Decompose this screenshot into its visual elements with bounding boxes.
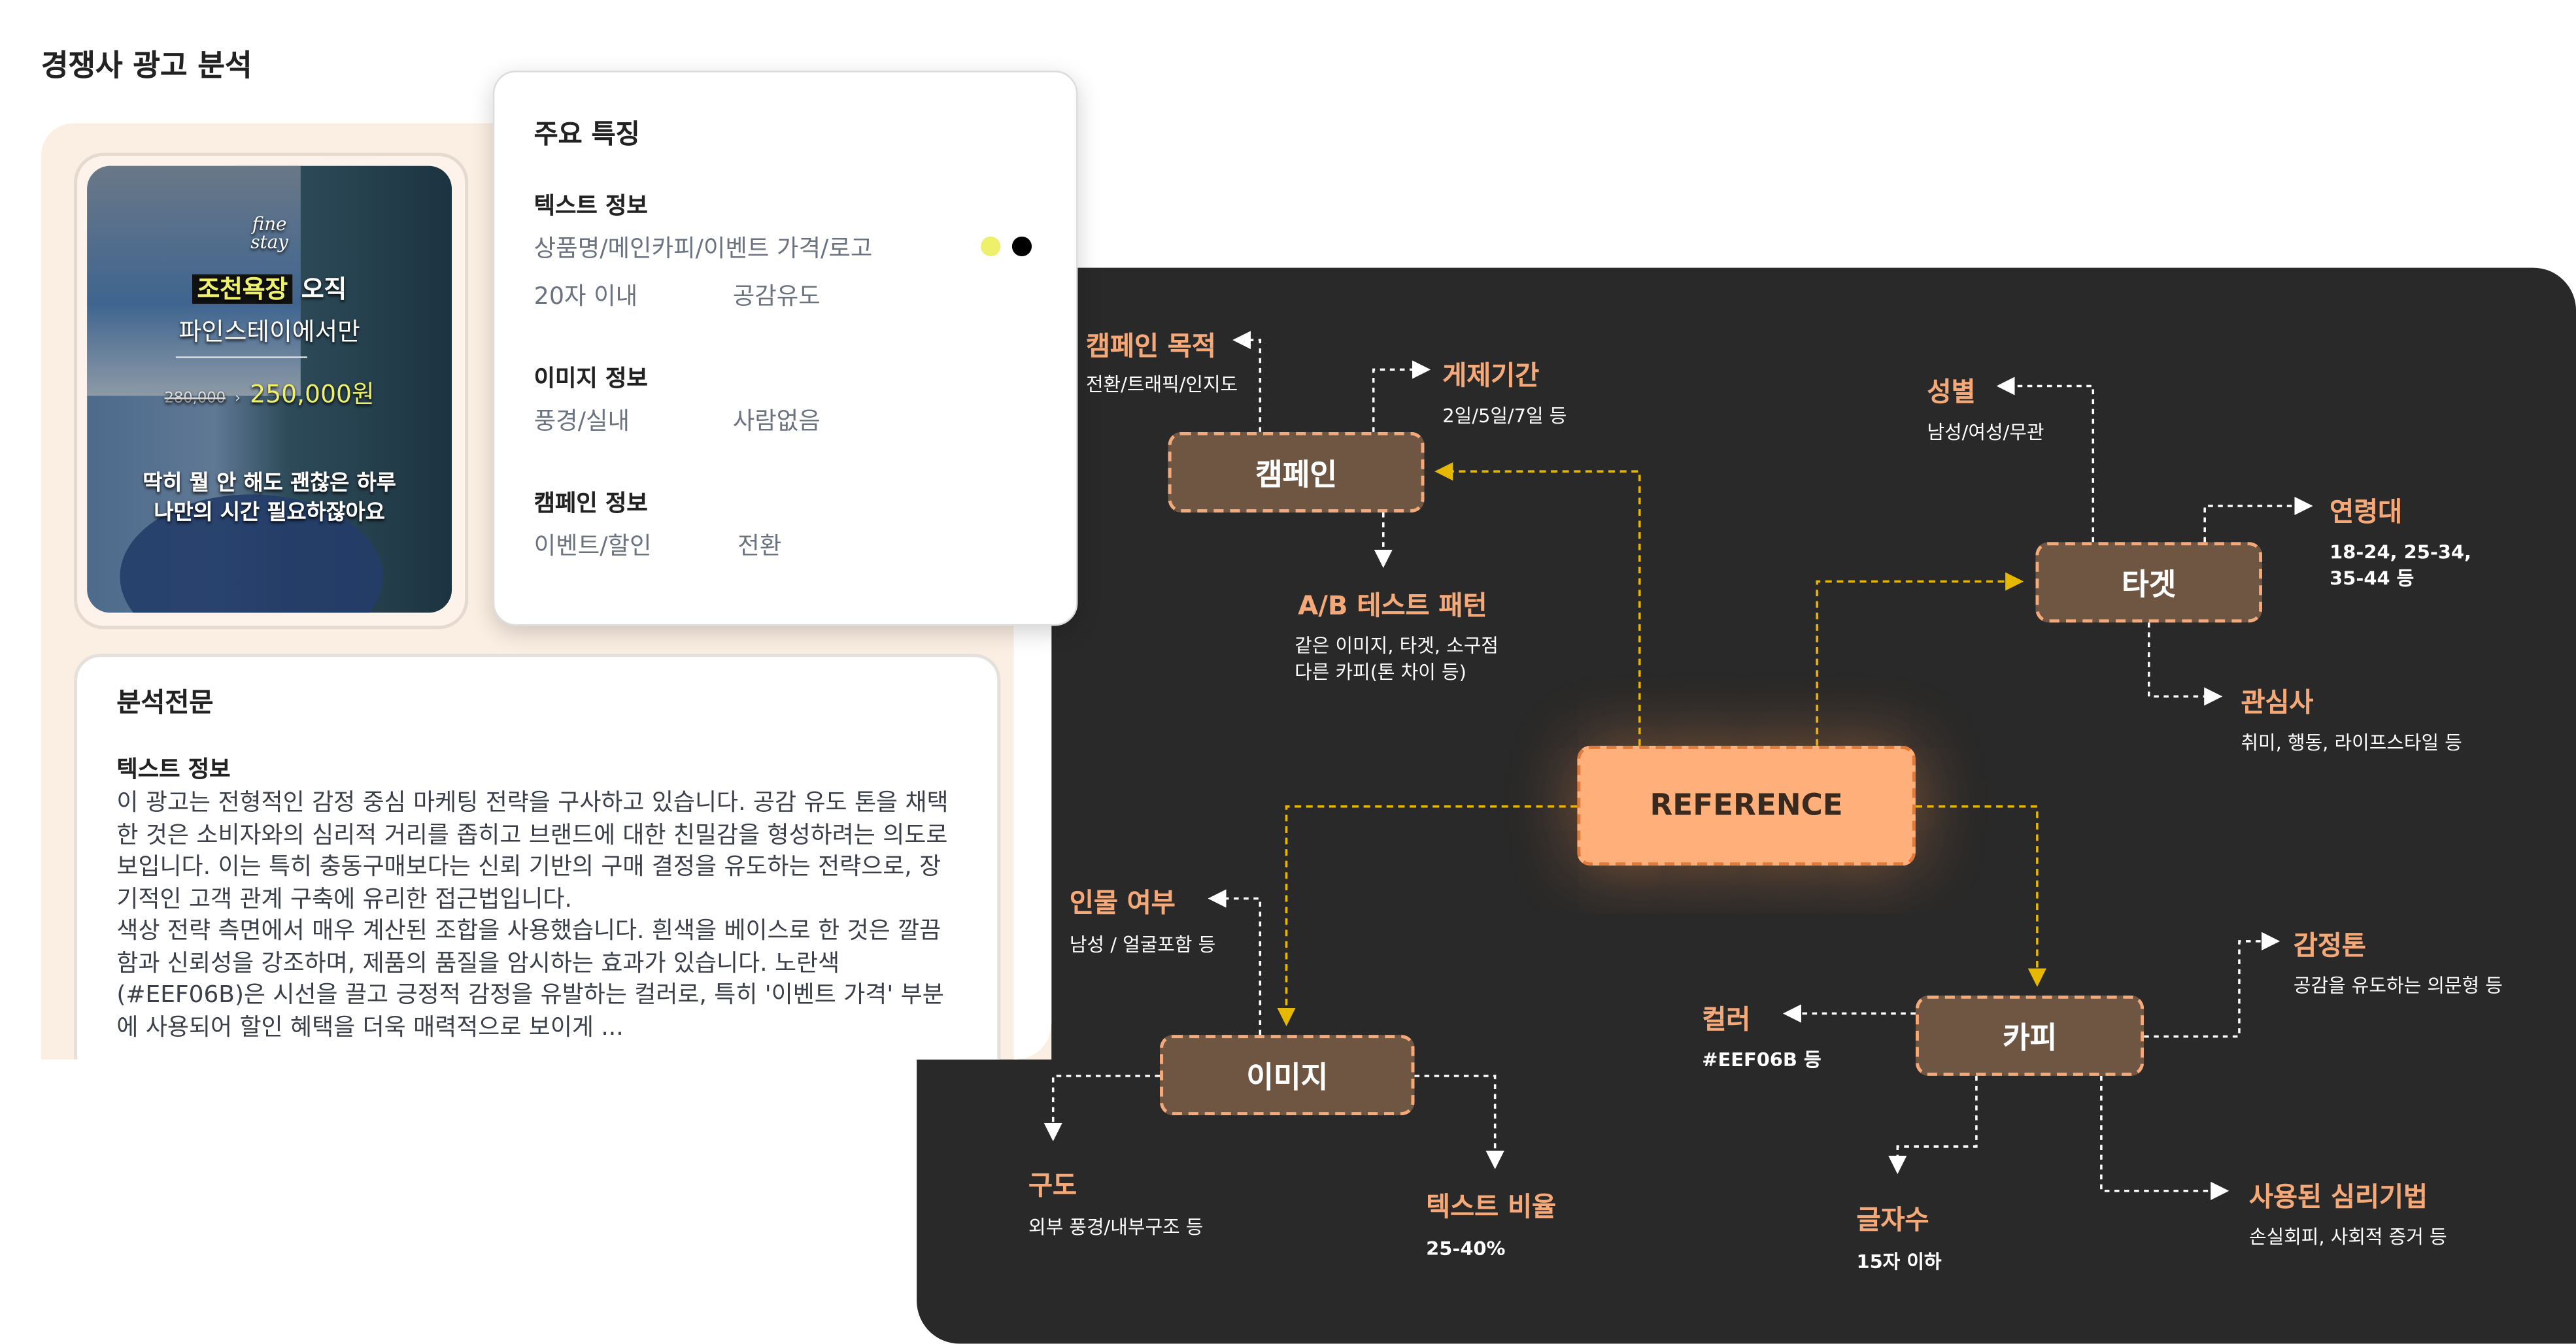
page-title: 경쟁사 광고 분석 [41, 49, 252, 84]
node-target[interactable]: 타겟 [2035, 542, 2263, 623]
link-campaign-goal [1232, 331, 1262, 432]
link-person [1208, 889, 1262, 1035]
label-emotion: 감정톤 [2293, 930, 2366, 961]
brand-logo: fine stay [250, 213, 288, 253]
sub-color: #EEF06B 등 [1702, 1048, 1822, 1071]
campaign-info-goal: 전환 [737, 533, 782, 560]
color-swatch-yellow [981, 236, 1001, 256]
link-period [1372, 360, 1431, 432]
node-image[interactable]: 이미지 [1160, 1035, 1415, 1116]
label-age: 연령대 [2330, 496, 2403, 528]
price-arrow-icon: › [235, 391, 241, 408]
analysis-title: 분석전문 [116, 686, 214, 718]
label-person: 인물 여부 [1069, 886, 1176, 918]
sub-composition: 외부 풍경/내부구조 등 [1028, 1215, 1204, 1239]
sub-interest: 취미, 행동, 라이프스타일 등 [2241, 731, 2462, 754]
ad-headline: 조천욕장 오직 [87, 271, 452, 306]
link-ref-campaign [1434, 462, 1641, 746]
ad-copy-line2: 나만의 시간 필요하잖아요 [154, 501, 385, 526]
sub-gender: 남성/여성/무관 [1927, 420, 2044, 444]
price-old: 280,000 [164, 391, 226, 408]
sub-length: 15자 이하 [1856, 1250, 1942, 1273]
link-ref-target [1816, 572, 2024, 746]
link-length [1888, 1075, 1978, 1175]
label-campaign-goal: 캠페인 목적 [1085, 330, 1216, 361]
sub-text-ratio: 25-40% [1426, 1237, 1506, 1260]
color-swatch-black [1011, 236, 1032, 256]
sub-period: 2일/5일/7일 등 [1442, 404, 1567, 428]
sub-emotion: 공감을 유도하는 의문형 등 [2293, 974, 2503, 998]
sub-campaign-goal: 전환/트래픽/인지도 [1085, 373, 1238, 396]
node-copy[interactable]: 카피 [1915, 995, 2144, 1076]
features-popup: 주요 특징 텍스트 정보 상품명/메인카피/이벤트 가격/로고 20자 이내 공… [492, 71, 1078, 626]
ad-headline-line2: 파인스테이에서만 [178, 316, 360, 347]
ad-card[interactable]: fine stay 조천욕장 오직 파인스테이에서만 280,000 › 250… [74, 152, 469, 630]
text-info-elements: 상품명/메인카피/이벤트 가격/로고 [534, 236, 873, 263]
features-title: 주요 특징 [534, 118, 640, 150]
link-text-ratio [1414, 1075, 1504, 1169]
ad-price: 280,000 › 250,000원 [87, 376, 452, 411]
label-text-ratio: 텍스트 비율 [1426, 1190, 1557, 1222]
campaign-info-heading: 캠페인 정보 [534, 491, 648, 518]
campaign-info-type: 이벤트/할인 [534, 533, 652, 560]
sub-ab-test: 같은 이미지, 타겟, 소구점 다른 카피(톤 차이 등) [1295, 633, 1499, 684]
label-color: 컬러 [1702, 1003, 1751, 1035]
link-ref-copy [1915, 805, 2046, 987]
sub-person: 남성 / 얼굴포함 등 [1069, 933, 1216, 956]
image-info-scene: 풍경/실내 [534, 409, 630, 435]
link-age [2203, 496, 2313, 543]
text-info-tone: 공감유도 [732, 284, 821, 311]
node-reference[interactable]: REFERENCE [1577, 745, 1916, 866]
ad-copy-line1: 딱히 뭘 안 해도 괜찮은 하루 [143, 471, 396, 496]
image-info-people: 사람없음 [732, 409, 821, 435]
panel-edge [1013, 624, 1052, 1060]
link-interest [2147, 622, 2223, 706]
node-campaign[interactable]: 캠페인 [1168, 431, 1425, 512]
text-info-heading: 텍스트 정보 [534, 193, 648, 220]
divider [175, 356, 307, 358]
price-new: 250,000원 [250, 379, 375, 409]
sub-psych: 손실회피, 사회적 증거 등 [2249, 1225, 2447, 1249]
link-composition [1043, 1075, 1161, 1141]
ad-headline-rest: 오직 [292, 274, 347, 304]
analysis-section-title: 텍스트 정보 [116, 757, 231, 784]
label-psych: 사용된 심리기법 [2249, 1181, 2428, 1213]
label-ab-test: A/B 테스트 패턴 [1298, 590, 1487, 621]
label-gender: 성별 [1927, 376, 1976, 408]
link-emotion [2144, 932, 2280, 1038]
link-ref-image [1277, 805, 1578, 1026]
label-period: 게제기간 [1442, 360, 1540, 392]
ad-highlight: 조천욕장 [192, 274, 293, 304]
analysis-card: 분석전문 텍스트 정보 이 광고는 전형적인 감정 중심 마케팅 전략을 구사하… [74, 654, 1001, 1060]
link-gender [1996, 377, 2095, 543]
image-info-heading: 이미지 정보 [534, 366, 648, 393]
analysis-body: 이 광고는 전형적인 감정 중심 마케팅 전략을 구사하고 있습니다. 공감 유… [116, 790, 949, 1041]
text-info-length: 20자 이내 [534, 284, 638, 311]
ad-image[interactable]: fine stay 조천욕장 오직 파인스테이에서만 280,000 › 250… [87, 165, 452, 613]
link-psych [2100, 1075, 2229, 1200]
label-composition: 구도 [1028, 1169, 1077, 1201]
sub-age: 18-24, 25-34, 35-44 등 [2330, 540, 2472, 590]
label-length: 글자수 [1856, 1203, 1929, 1235]
label-interest: 관심사 [2241, 686, 2314, 718]
